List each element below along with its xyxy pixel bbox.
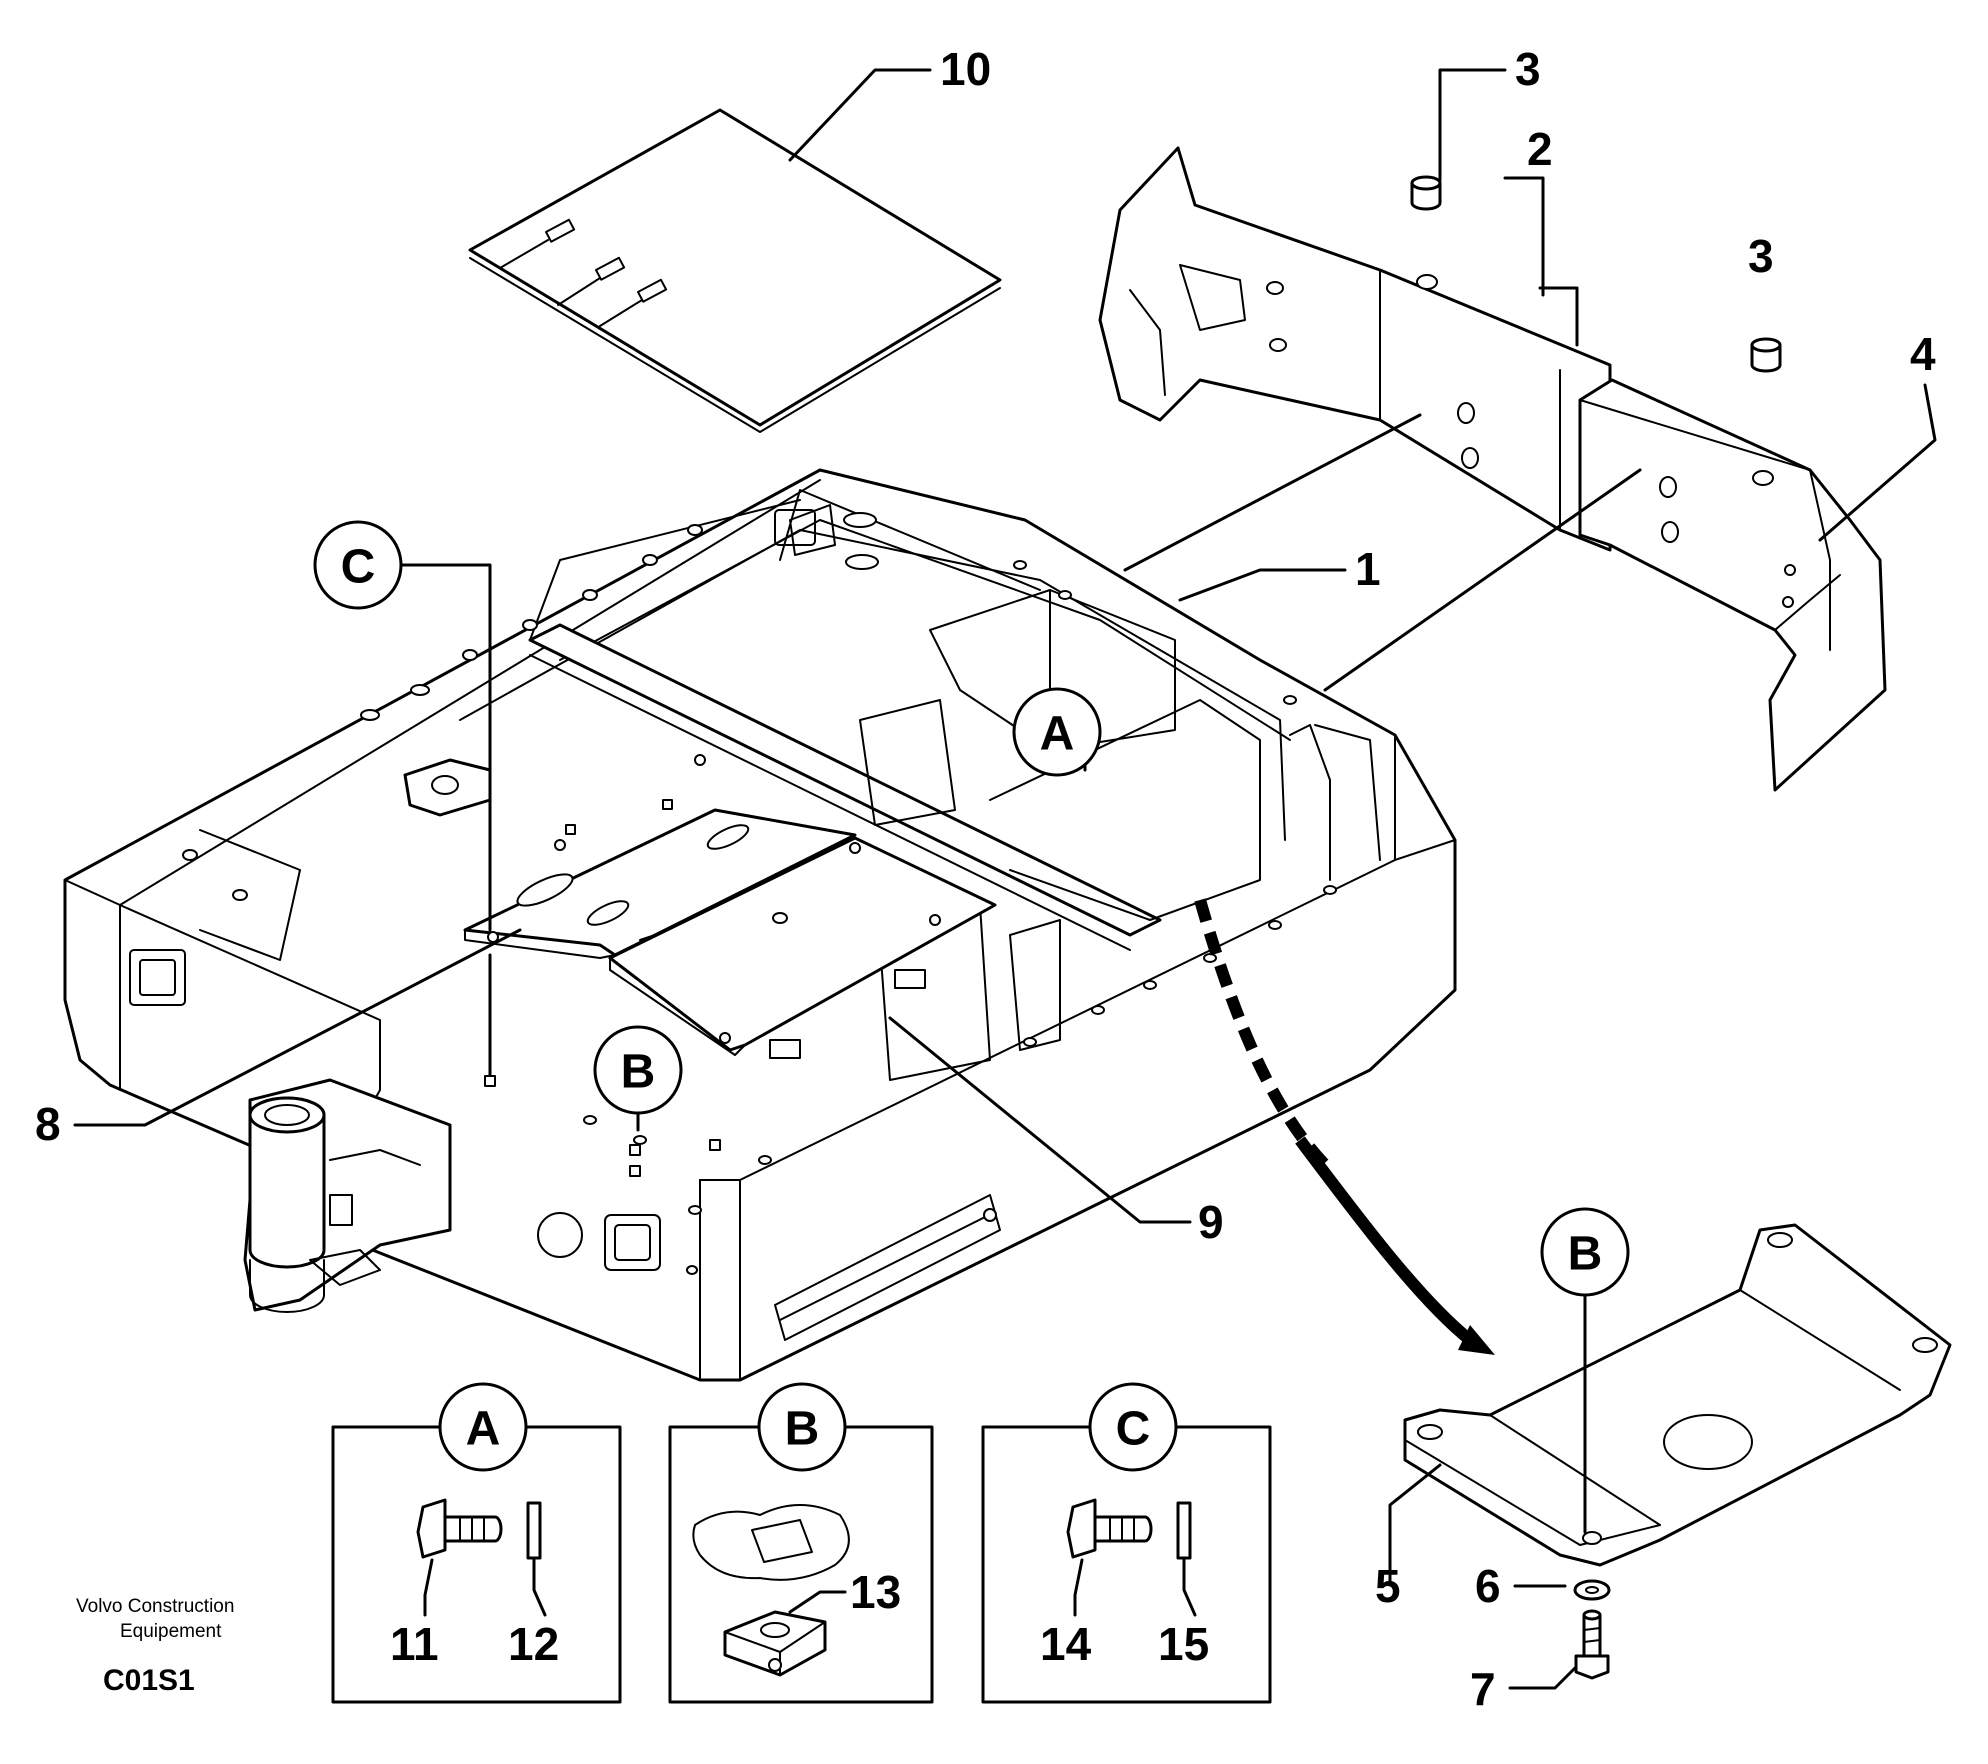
callout-8: 8 — [35, 1098, 61, 1150]
detail-box-c-label: C — [1116, 1403, 1151, 1456]
detail-ref-a-main: A — [1012, 687, 1102, 777]
detail-box-b-label: B — [785, 1403, 820, 1456]
callout-12: 12 — [508, 1618, 559, 1670]
callout-7: 7 — [1470, 1663, 1496, 1715]
svg-text:B: B — [1568, 1228, 1603, 1281]
washer-part-15 — [1176, 1501, 1192, 1560]
credit-line-2: Equipement — [120, 1621, 222, 1642]
callout-2: 2 — [1527, 123, 1553, 175]
floor-mat-part-10 — [468, 108, 1002, 433]
svg-text:B: B — [621, 1046, 656, 1099]
drawing-code: C01S1 — [103, 1664, 195, 1697]
detail-box-a-label: A — [466, 1403, 501, 1456]
svg-text:A: A — [1040, 708, 1075, 761]
screw-part-7 — [1574, 1609, 1610, 1680]
callout-14: 14 — [1040, 1618, 1092, 1670]
callout-4: 4 — [1910, 328, 1936, 380]
bottom-plate-part-5 — [1403, 1223, 1952, 1567]
bolt-part-14 — [1066, 1498, 1153, 1559]
callout-3-lower: 3 — [1748, 230, 1774, 282]
callout-1: 1 — [1355, 543, 1381, 595]
callout-10: 10 — [940, 43, 991, 95]
detail-box-c: C 14 15 — [981, 1382, 1272, 1704]
floor-plate-part-9 — [608, 836, 997, 1059]
floor-plate-part-8 — [463, 754, 857, 959]
clip-nut-part-13 — [723, 1610, 827, 1677]
callout-11: 11 — [390, 1618, 439, 1670]
washer-part-12 — [526, 1501, 542, 1560]
leader-lines — [73, 68, 1937, 1690]
bolt-part-11 — [416, 1498, 503, 1559]
counterweight-left-part-2 — [1098, 146, 1612, 552]
callout-3-upper: 3 — [1515, 43, 1541, 95]
washer-part-6 — [1573, 1579, 1611, 1601]
plug-part-3-lower — [1750, 337, 1782, 373]
detail-box-a: A 11 12 — [331, 1382, 622, 1704]
svg-text:C: C — [341, 541, 376, 594]
credit-line-1: Volvo Construction — [76, 1596, 234, 1617]
callout-numbers: 10 3 2 3 4 1 8 9 5 6 7 — [35, 43, 1936, 1715]
detail-ref-b-plate: B — [1540, 1207, 1630, 1297]
plug-part-3-upper — [1410, 175, 1442, 211]
footer: Volvo Construction Equipement C01S1 — [76, 1596, 234, 1697]
detail-ref-c-main: C — [313, 520, 403, 610]
bottom-plate-routing-arrow — [1194, 898, 1495, 1355]
counterweight-right-part-4 — [1578, 378, 1887, 792]
detail-ref-b-main: B — [593, 1025, 683, 1115]
detail-box-b: B 13 — [668, 1382, 934, 1704]
callout-5: 5 — [1375, 1560, 1401, 1612]
callout-9: 9 — [1198, 1196, 1224, 1248]
callout-6: 6 — [1475, 1560, 1501, 1612]
callout-15: 15 — [1158, 1618, 1209, 1670]
callout-13: 13 — [850, 1566, 901, 1618]
